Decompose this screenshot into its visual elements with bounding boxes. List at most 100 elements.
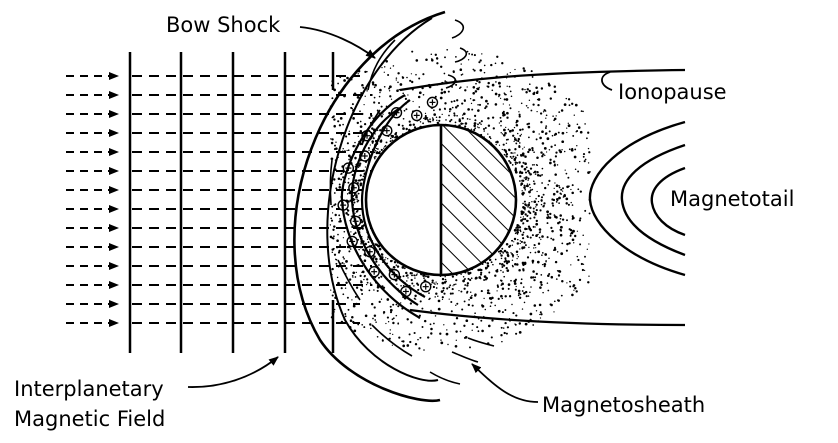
stipple-dot — [506, 269, 510, 272]
stipple-dot — [366, 278, 369, 281]
stipple-dot — [500, 257, 503, 260]
stipple-dot — [515, 332, 518, 335]
stipple-dot — [543, 263, 547, 266]
stipple-dot — [387, 258, 389, 260]
stipple-dot — [498, 122, 501, 124]
stipple-dot — [330, 316, 334, 319]
stipple-dot — [397, 72, 400, 75]
stipple-dot — [471, 304, 474, 307]
stipple-dot — [348, 158, 350, 161]
stipple-dot — [430, 332, 433, 335]
stipple-dot — [529, 291, 531, 293]
stipple-dot — [513, 241, 515, 243]
stipple-dot — [374, 83, 377, 87]
stipple-dot — [419, 300, 422, 303]
stipple-dot — [334, 144, 336, 147]
stipple-dot — [459, 330, 462, 332]
stipple-dot — [385, 60, 388, 63]
stipple-dot — [468, 298, 470, 301]
stipple-dot — [538, 236, 541, 239]
stipple-dot — [408, 120, 411, 123]
stipple-dot — [453, 100, 456, 103]
stipple-dot — [403, 109, 406, 112]
stipple-dot — [513, 282, 517, 285]
stipple-dot — [554, 182, 556, 184]
stipple-dot — [566, 131, 568, 134]
stipple-dot — [587, 131, 590, 134]
stipple-dot — [426, 119, 429, 121]
stipple-dot — [533, 182, 536, 185]
stipple-dot — [539, 209, 542, 212]
stipple-dot — [434, 296, 436, 298]
stipple-dot — [553, 311, 555, 313]
stipple-dot — [360, 288, 363, 292]
stipple-dot — [340, 287, 343, 290]
stipple-dot — [410, 321, 413, 324]
stipple-dot — [342, 150, 344, 152]
stipple-dot — [385, 257, 387, 259]
stipple-dot — [363, 259, 367, 262]
stipple-dot — [371, 127, 374, 130]
stipple-dot — [396, 265, 400, 268]
stipple-dot — [533, 163, 535, 166]
stipple-dot — [377, 101, 381, 105]
stipple-dot — [520, 278, 523, 281]
stipple-dot — [511, 157, 513, 159]
stipple-dot — [370, 327, 372, 330]
stipple-dot — [485, 276, 489, 280]
stipple-dot — [429, 297, 431, 300]
stipple-dot — [511, 164, 514, 166]
stipple-dot — [565, 97, 568, 100]
stipple-dot — [568, 104, 571, 107]
stipple-dot — [574, 287, 577, 290]
stipple-dot — [572, 134, 575, 137]
stipple-dot — [546, 137, 550, 141]
stipple-dot — [469, 118, 471, 121]
stipple-dot — [480, 268, 483, 272]
stipple-dot — [535, 310, 538, 312]
stipple-dot — [466, 86, 468, 88]
stipple-dot — [589, 171, 591, 173]
stipple-dot — [523, 167, 527, 171]
stipple-dot — [560, 294, 563, 297]
stipple-dot — [451, 288, 454, 291]
stipple-dot — [539, 231, 541, 233]
stipple-dot — [332, 228, 335, 231]
stipple-dot — [402, 275, 405, 278]
stipple-dot — [364, 70, 367, 74]
stipple-dot — [393, 261, 397, 264]
stipple-dot — [429, 120, 432, 123]
stipple-dot — [378, 264, 380, 266]
stipple-dot — [501, 62, 504, 65]
stipple-dot — [516, 228, 519, 232]
stipple-dot — [396, 89, 399, 92]
stipple-dot — [435, 116, 438, 119]
stipple-dot — [498, 93, 501, 97]
stipple-dot — [397, 322, 400, 325]
stipple-dot — [404, 298, 406, 300]
stipple-dot — [351, 225, 354, 228]
stipple-dot — [558, 111, 561, 114]
stipple-dot — [517, 238, 519, 241]
stipple-dot — [350, 264, 353, 267]
stipple-dot — [574, 168, 577, 171]
stipple-dot — [523, 184, 526, 187]
stipple-dot — [522, 154, 525, 157]
stipple-dot — [512, 152, 514, 154]
stipple-dot — [577, 170, 580, 173]
stipple-dot — [402, 127, 405, 130]
stipple-dot — [372, 317, 374, 320]
stipple-dot — [480, 96, 483, 99]
stipple-dot — [398, 88, 401, 91]
stipple-dot — [348, 246, 351, 249]
stipple-dot — [484, 266, 487, 269]
stipple-dot — [523, 261, 527, 265]
stipple-dot — [469, 346, 471, 349]
stipple-dot — [346, 149, 348, 152]
stipple-dot — [343, 263, 345, 265]
stipple-dot — [462, 279, 465, 283]
stipple-dot — [588, 275, 590, 277]
stipple-dot — [524, 88, 526, 91]
stipple-dot — [442, 287, 445, 290]
stipple-dot — [548, 130, 551, 133]
